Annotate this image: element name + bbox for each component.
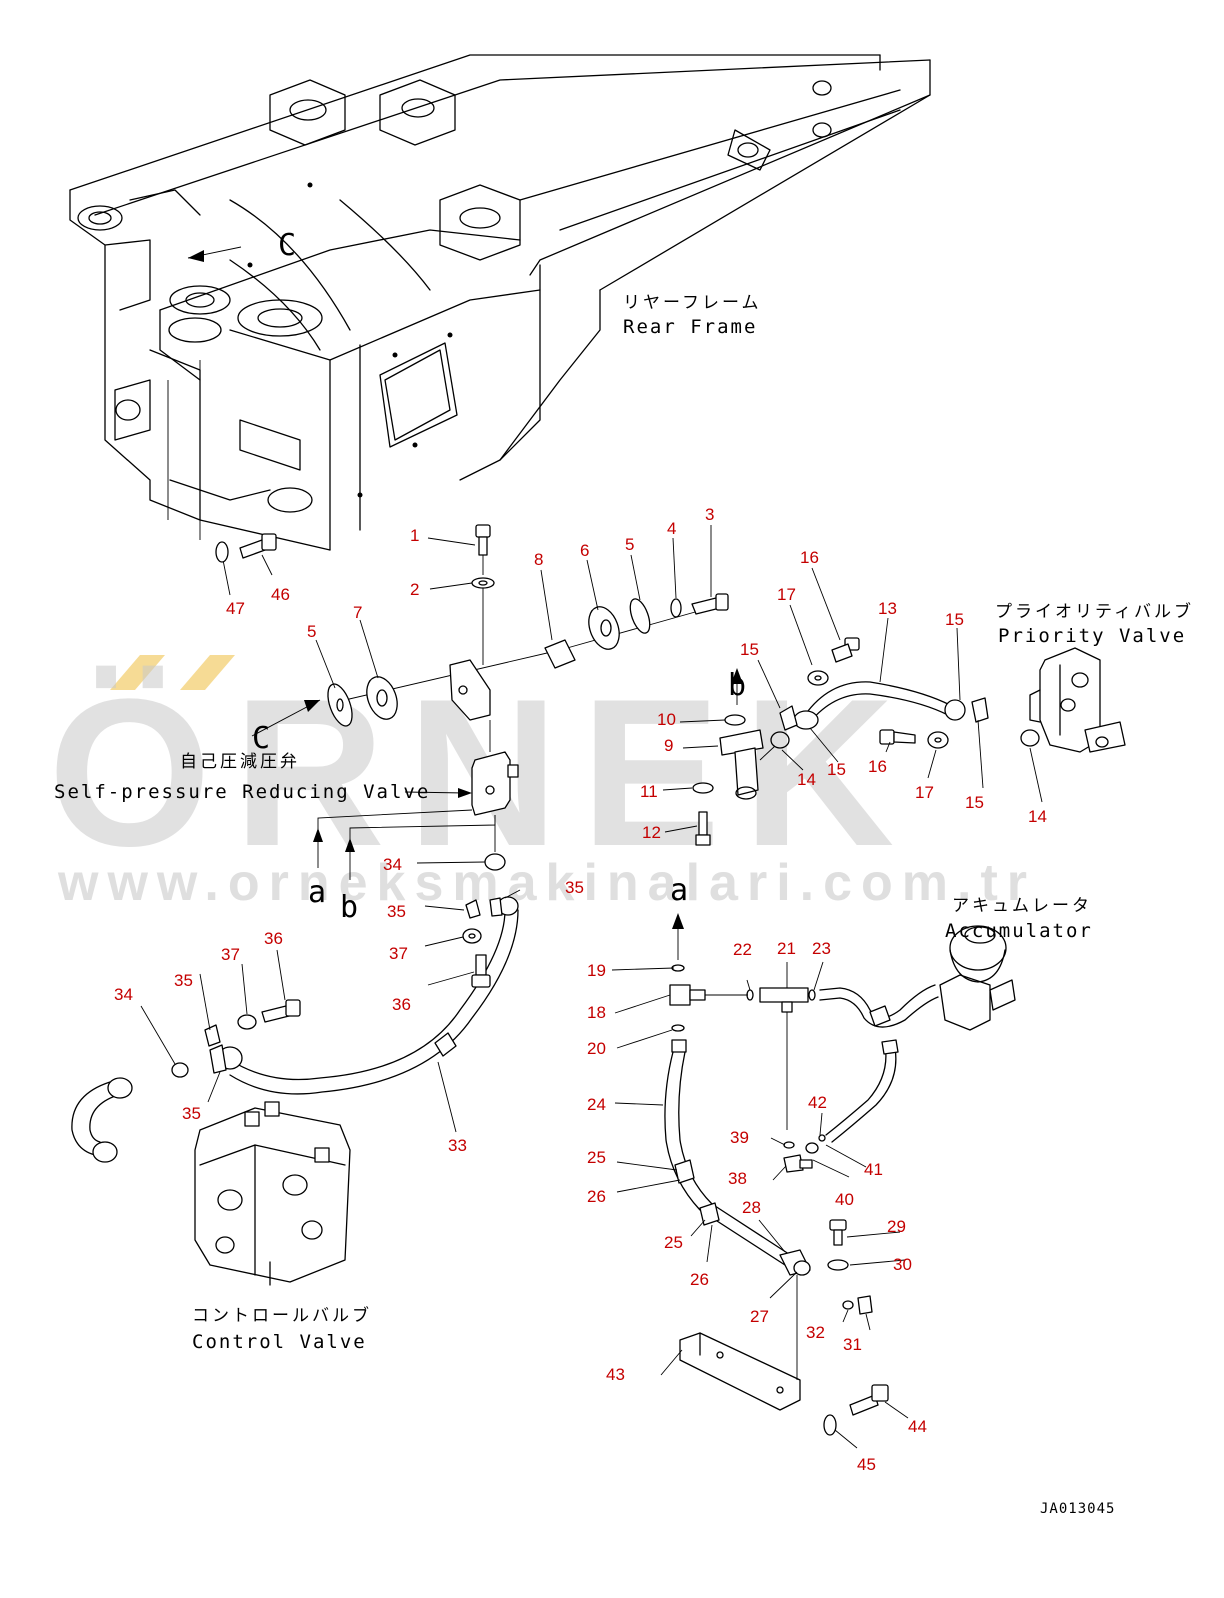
callout-28: 28 [742, 1198, 761, 1217]
callout-30: 30 [893, 1255, 912, 1274]
callout-15-a: 15 [740, 640, 759, 659]
callout-27: 27 [750, 1307, 769, 1326]
callout-4: 4 [667, 519, 676, 538]
priority-valve-label-jp: プライオリティバルブ [995, 601, 1194, 622]
callout-25-bottom: 25 [664, 1233, 683, 1252]
callout-17-top: 17 [777, 585, 796, 604]
accumulator-assembly [664, 913, 1016, 1436]
priority-valve-assembly [692, 637, 1126, 846]
callout-19: 19 [587, 961, 606, 980]
port-letter-b-bottom: b [340, 890, 358, 925]
callout-36-center: 36 [392, 995, 411, 1014]
watermark-accent-right [180, 655, 235, 690]
watermark-url: www.orneksmakinalari.com.tr [57, 854, 1036, 912]
callout-37-center: 37 [389, 944, 408, 963]
callout-29: 29 [887, 1217, 906, 1236]
callout-41: 41 [864, 1160, 883, 1179]
port-letter-a-bottom: a [308, 875, 326, 910]
callout-32: 32 [806, 1323, 825, 1342]
callout-14-left: 14 [797, 770, 816, 789]
callout-17-bottom: 17 [915, 783, 934, 802]
callout-35-clamp-top: 35 [387, 902, 406, 921]
control-valve-assembly [71, 896, 519, 1286]
callout-34-left: 34 [114, 985, 133, 1004]
callout-3: 3 [705, 505, 714, 524]
callout-35-clamp-left: 35 [174, 971, 193, 990]
view-letter-c-top: C [278, 228, 296, 263]
arrow-letters: C C a b b a [252, 228, 746, 925]
self-pressure-label-en: Self-pressure Reducing Valve [54, 781, 430, 803]
callout-25-top: 25 [587, 1148, 606, 1167]
callout-31: 31 [843, 1335, 862, 1354]
drawing-reference: JA013045 [1040, 1501, 1115, 1517]
callout-45: 45 [857, 1455, 876, 1474]
accumulator-label-jp: アキュムレータ [952, 896, 1092, 916]
callout-8: 8 [534, 550, 543, 569]
accumulator-label-en: Accumulator [945, 920, 1093, 942]
callout-40: 40 [835, 1190, 854, 1209]
leader-lines [140, 246, 1043, 1449]
priority-valve-label-en: Priority Valve [998, 625, 1186, 647]
port-letter-a-up: a [670, 873, 688, 908]
callout-43: 43 [606, 1365, 625, 1384]
callout-24: 24 [587, 1095, 606, 1114]
self-pressure-valve-assembly [313, 524, 729, 880]
callout-7: 7 [353, 603, 362, 622]
part-numbers: 1 2 3 4 5 5 6 7 8 9 10 11 12 13 14 14 15… [114, 505, 1047, 1474]
callout-5-left: 5 [307, 622, 316, 641]
callout-44: 44 [908, 1417, 927, 1436]
watermark-accent-left [110, 655, 165, 690]
callout-35-fitting-left: 35 [182, 1104, 201, 1123]
callout-22: 22 [733, 940, 752, 959]
rear-frame-drawing [69, 54, 931, 551]
callout-6: 6 [580, 541, 589, 560]
callout-12: 12 [642, 823, 661, 842]
callout-1: 1 [410, 526, 419, 545]
callout-11: 11 [640, 782, 658, 801]
callout-13: 13 [878, 599, 897, 618]
rear-frame-label-en: Rear Frame [623, 316, 757, 338]
callout-38: 38 [728, 1169, 747, 1188]
callout-10: 10 [657, 710, 676, 729]
callout-35-hose-top: 35 [565, 878, 584, 897]
rear-frame-label-jp: リヤーフレーム [623, 293, 761, 313]
frame-mount-hardware [215, 533, 277, 563]
callout-33: 33 [448, 1136, 467, 1155]
callout-23: 23 [812, 939, 831, 958]
callout-26-bottom: 26 [690, 1270, 709, 1289]
callout-21: 21 [777, 939, 796, 958]
callout-9: 9 [664, 736, 673, 755]
callout-18: 18 [587, 1003, 606, 1022]
callout-14-right: 14 [1028, 807, 1047, 826]
callout-16-top: 16 [800, 548, 819, 567]
callout-20: 20 [587, 1039, 606, 1058]
callout-34-top: 34 [383, 855, 402, 874]
callout-15-b: 15 [945, 610, 964, 629]
callout-47: 47 [226, 599, 245, 618]
callout-42: 42 [808, 1093, 827, 1112]
callout-5-right: 5 [625, 535, 634, 554]
captions: リヤーフレーム Rear Frame プライオリティバルブ Priority V… [54, 293, 1194, 1517]
callout-26-top: 26 [587, 1187, 606, 1206]
view-letter-c-mid: C [252, 721, 270, 756]
callout-16-bottom: 16 [868, 757, 887, 776]
callout-15-c: 15 [827, 760, 846, 779]
self-pressure-label-jp: 自己圧減圧弁 [180, 752, 300, 772]
callout-46: 46 [271, 585, 290, 604]
callout-39: 39 [730, 1128, 749, 1147]
callout-36-left: 36 [264, 929, 283, 948]
callout-2: 2 [410, 580, 419, 599]
control-valve-label-jp: コントロールバルブ [192, 1305, 372, 1326]
callout-15-d: 15 [965, 793, 984, 812]
callout-37-left: 37 [221, 945, 240, 964]
port-letter-b-up: b [728, 668, 746, 703]
control-valve-label-en: Control Valve [192, 1331, 367, 1353]
